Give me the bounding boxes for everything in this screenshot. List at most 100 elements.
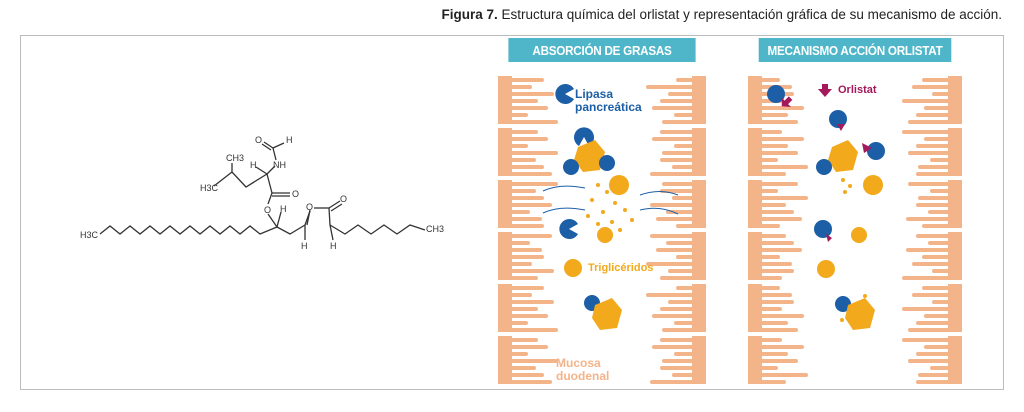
villus	[660, 189, 706, 193]
fat-droplet-icon	[851, 227, 867, 243]
villus	[930, 158, 962, 162]
villus	[902, 338, 962, 342]
villus	[676, 224, 706, 228]
villus	[916, 352, 962, 356]
flow-arrows	[542, 185, 679, 215]
villus	[748, 328, 798, 332]
villus	[908, 359, 962, 363]
villus	[498, 92, 554, 96]
villus	[916, 380, 962, 384]
lipase-icon	[559, 219, 578, 239]
atom-h: H	[301, 241, 308, 251]
atom-o: O	[255, 135, 262, 145]
villus	[498, 241, 530, 245]
villus	[930, 189, 962, 193]
villus	[498, 262, 532, 266]
villus	[662, 328, 706, 332]
villus	[660, 338, 706, 342]
villus	[498, 78, 544, 82]
villus	[906, 248, 962, 252]
atom-h: H	[330, 241, 337, 251]
orlistat-arrow-icon	[837, 124, 845, 131]
villus	[748, 307, 782, 311]
villus	[748, 255, 780, 259]
villus	[660, 99, 706, 103]
villus	[498, 172, 552, 176]
villus	[912, 85, 962, 89]
fat-droplet-icon	[609, 175, 629, 195]
villus	[748, 113, 788, 117]
villus	[498, 224, 544, 228]
villus	[748, 234, 786, 238]
villus	[748, 158, 778, 162]
villus	[916, 234, 962, 238]
label-lipase: Lipasa pancreática	[575, 87, 642, 114]
villus	[498, 248, 542, 252]
villus	[930, 366, 962, 370]
villus	[498, 182, 558, 186]
villus	[660, 276, 706, 280]
fat-droplet-icon	[817, 260, 835, 278]
atom-h3c: H3C	[80, 230, 99, 240]
villus	[748, 262, 792, 266]
villus	[748, 338, 782, 342]
villus	[748, 321, 788, 325]
villus	[748, 217, 802, 221]
villus	[918, 165, 962, 169]
villus	[922, 224, 962, 228]
villus	[498, 144, 528, 148]
villus	[676, 286, 706, 290]
villus	[498, 286, 544, 290]
villus	[916, 144, 962, 148]
figure-number: Figura 7.	[441, 7, 498, 22]
lipase-icon	[767, 85, 785, 103]
villus	[674, 144, 706, 148]
villus	[902, 130, 962, 134]
villus	[748, 165, 808, 169]
lipase-icon	[835, 296, 851, 312]
villus	[674, 113, 706, 117]
villus	[676, 255, 706, 259]
villus	[498, 366, 536, 370]
villus	[498, 165, 544, 169]
villus	[748, 248, 802, 252]
villus	[498, 217, 542, 221]
villus	[498, 269, 554, 273]
villus	[748, 151, 798, 155]
villus	[748, 300, 794, 304]
villus	[748, 345, 804, 349]
atom-h: H	[286, 135, 293, 145]
villus	[652, 137, 706, 141]
villus	[906, 217, 962, 221]
villus	[748, 224, 780, 228]
villus	[498, 380, 552, 384]
villus	[748, 144, 788, 148]
villus	[660, 130, 706, 134]
villus	[498, 321, 528, 325]
lipase-icon	[867, 142, 885, 160]
villus	[498, 300, 554, 304]
fatty-acid-dots	[840, 178, 867, 322]
villus	[646, 262, 706, 266]
villus	[650, 172, 706, 176]
orlistat-arrow-icon	[862, 143, 872, 153]
villus	[672, 165, 706, 169]
villus	[916, 321, 962, 325]
label-orlistat: Orlistat	[838, 84, 877, 96]
villus	[662, 120, 706, 124]
villus	[748, 314, 804, 318]
villus	[660, 307, 706, 311]
villus	[498, 120, 558, 124]
figure-frame	[20, 35, 1004, 390]
villus	[932, 92, 962, 96]
villus	[918, 373, 962, 377]
villus	[928, 241, 962, 245]
villus	[916, 203, 962, 207]
villus	[932, 269, 962, 273]
villus	[498, 151, 558, 155]
villus	[748, 196, 808, 200]
villus	[498, 85, 532, 89]
villus	[652, 106, 706, 110]
villus	[498, 189, 536, 193]
villus	[498, 99, 538, 103]
